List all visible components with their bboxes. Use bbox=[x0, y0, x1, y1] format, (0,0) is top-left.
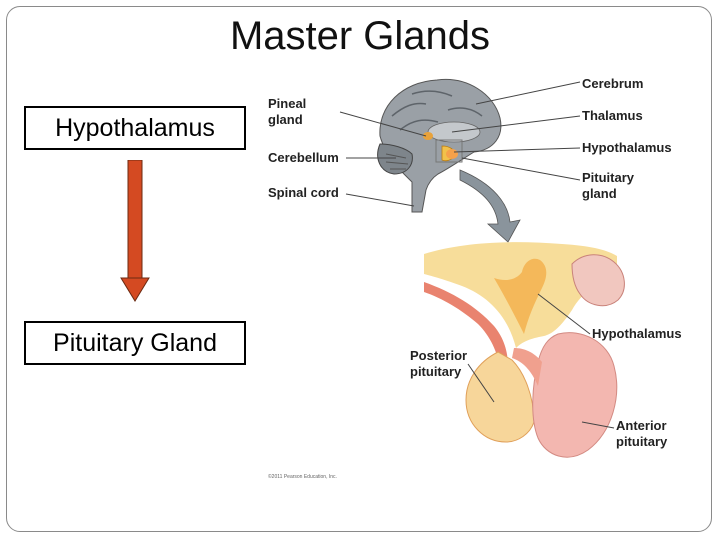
pituitary-gland-box: Pituitary Gland bbox=[24, 321, 246, 365]
hypothalamus-box: Hypothalamus bbox=[24, 106, 246, 150]
label-cerebellum: Cerebellum bbox=[268, 150, 339, 165]
copyright-text: ©2011 Pearson Education, Inc. bbox=[268, 473, 337, 480]
label-pituitary-gland-1: Pituitary bbox=[582, 170, 635, 185]
label-posterior-pituitary-2: pituitary bbox=[410, 364, 462, 379]
label-pineal-gland-1: Pineal bbox=[268, 96, 306, 111]
label-anterior-pituitary-1: Anterior bbox=[616, 418, 667, 433]
leader-lines bbox=[339, 81, 615, 429]
slide-title: Master Glands bbox=[229, 14, 491, 58]
slide-frame bbox=[6, 6, 712, 532]
label-spinal-cord: Spinal cord bbox=[268, 185, 339, 200]
label-posterior-pituitary-1: Posterior bbox=[410, 348, 467, 363]
pituitary-illustration bbox=[424, 242, 625, 458]
label-thalamus: Thalamus bbox=[582, 108, 643, 123]
brain-diagram: Pineal gland Cerebellum Spinal cord Cere… bbox=[268, 76, 682, 480]
label-hypothalamus-detail: Hypothalamus bbox=[592, 326, 682, 341]
label-cerebrum: Cerebrum bbox=[582, 76, 643, 91]
label-hypothalamus-top: Hypothalamus bbox=[582, 140, 672, 155]
label-pineal-gland-2: gland bbox=[268, 112, 303, 127]
brain-illustration bbox=[377, 78, 502, 213]
zoom-arrow-icon bbox=[459, 169, 521, 243]
label-anterior-pituitary-2: pituitary bbox=[616, 434, 668, 449]
label-pituitary-gland-2: gland bbox=[582, 186, 617, 201]
down-arrow-icon bbox=[120, 160, 150, 302]
